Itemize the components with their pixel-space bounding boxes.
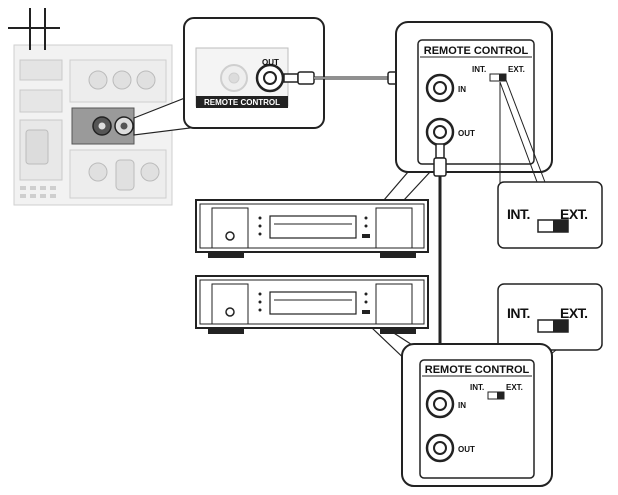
- receiver-remote-zoom: OUT REMOTE CONTROL: [183, 17, 325, 129]
- panel1-leader-a: [383, 171, 409, 201]
- switch-zoom-1: INT. EXT.: [497, 181, 603, 249]
- player1-remote-control-label: REMOTE CONTROL: [424, 45, 529, 57]
- switch-zoom-2-int-label: INT.: [507, 305, 530, 321]
- player1-in-label: IN: [458, 85, 466, 94]
- switch-zoom-1-ext-label: EXT.: [560, 206, 588, 222]
- player1-switch[interactable]: [489, 73, 507, 82]
- panel1-leader-b: [403, 171, 431, 201]
- cable-player1-to-player2: [433, 143, 447, 377]
- receiver-out-label: OUT: [262, 58, 279, 67]
- switch-zoom-2-ext-label: EXT.: [560, 305, 588, 321]
- player2-int-label: INT.: [470, 383, 484, 392]
- player1-out-label: OUT: [458, 129, 475, 138]
- player2-remote-control-label: REMOTE CONTROL: [425, 364, 530, 376]
- player2-in-label: IN: [458, 401, 466, 410]
- receiver-rear-panel: [8, 8, 173, 206]
- player2-ext-label: EXT.: [506, 383, 523, 392]
- player2-out-label: OUT: [458, 445, 475, 454]
- player1-remote-panel: REMOTE CONTROL INT. EXT. IN OUT: [395, 21, 553, 173]
- player1-int-label: INT.: [472, 65, 486, 74]
- switch-zoom-2: INT. EXT.: [497, 283, 603, 351]
- player-2-unit: [195, 275, 429, 334]
- player-1-unit: [195, 199, 429, 258]
- player2-switch[interactable]: [487, 391, 505, 400]
- receiver-remote-control-label: REMOTE CONTROL: [204, 98, 280, 107]
- switch-zoom-1-int-label: INT.: [507, 206, 530, 222]
- player1-ext-label: EXT.: [508, 65, 525, 74]
- player2-remote-panel: REMOTE CONTROL INT. EXT. IN OUT: [401, 343, 553, 487]
